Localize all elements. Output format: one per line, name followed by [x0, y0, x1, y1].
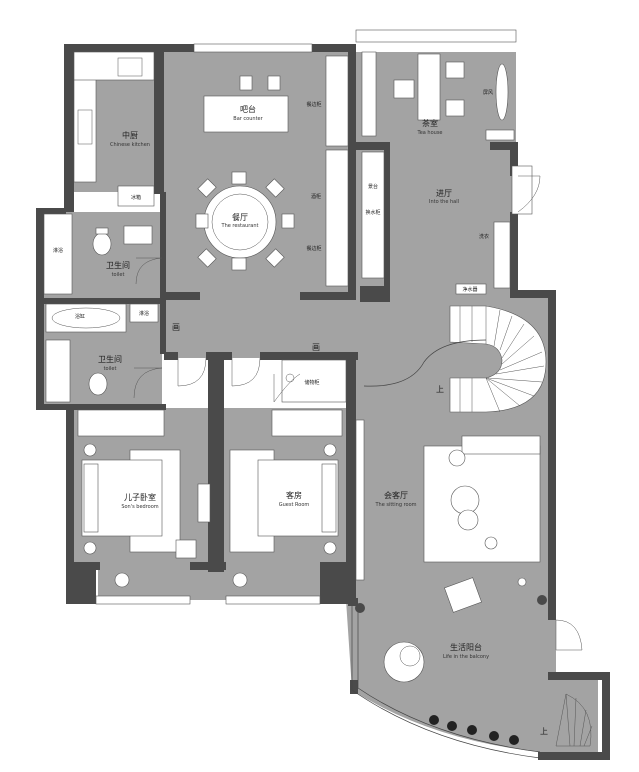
- staircase: [363, 305, 593, 747]
- storage-label: 储物柜: [304, 379, 319, 386]
- guest-room-furniture: [229, 359, 347, 588]
- bathtub-label: 浴缸: [75, 313, 85, 320]
- toilet-1-label: 卫生间: [106, 260, 130, 270]
- tea-house-furniture: [393, 53, 515, 141]
- display-label: 景台: [368, 183, 378, 190]
- washer-label: 洗衣: [479, 233, 489, 240]
- sitting-room-furniture: [355, 419, 541, 613]
- room-labels: 中厨 Chinese kitchen 吧台 Bar counter 餐厅 The…: [98, 104, 489, 660]
- toilet-1-label-en: toilet: [112, 272, 125, 278]
- restaurant-label: 餐厅: [232, 213, 248, 222]
- hall-furniture: [361, 151, 533, 295]
- fridge-label: 冰箱: [131, 194, 141, 201]
- windows: [95, 29, 541, 759]
- guest-room-label-en: Guest Room: [279, 502, 310, 508]
- son-bedroom-label-en: Son's bedroom: [121, 504, 158, 510]
- toilet-2-label: 卫生间: [98, 354, 122, 364]
- sitting-room-label-en: The sitting room: [374, 502, 416, 508]
- hall-label: 进厅: [436, 189, 452, 198]
- restaurant-label-en: The restaurant: [221, 223, 259, 229]
- dining-furniture: [195, 51, 377, 287]
- bar-label-en: Bar counter: [233, 116, 263, 122]
- water-purifier-label: 净水器: [462, 286, 477, 293]
- kitchen-label: 中厨: [122, 130, 138, 140]
- tea-house-label-en: Tea house: [416, 130, 442, 136]
- wine-cabinet-label: 酒柜: [311, 193, 321, 200]
- sideboard-1-label: 餐边柜: [306, 101, 321, 108]
- son-bedroom-furniture: [77, 409, 211, 588]
- walls: [36, 44, 610, 760]
- corridor-label-1: 画: [172, 323, 180, 332]
- kitchen-furniture: [73, 51, 155, 207]
- sideboard-2-label: 餐边柜: [306, 245, 321, 252]
- screen-label: 屏风: [483, 90, 493, 96]
- toilet-2-fixtures: [45, 303, 159, 403]
- sitting-room-label: 会客厅: [384, 490, 408, 500]
- stairs-up-label-1: 上: [436, 385, 444, 394]
- guest-room-label: 客房: [286, 490, 302, 500]
- corridor-label-2: 画: [312, 343, 320, 352]
- fixture-labels: 冰箱 餐边柜 酒柜 餐边柜 屏风 景台 换水柜 淋浴 浴缸 淋浴 净水器 储物柜…: [53, 90, 548, 736]
- shower-label: 淋浴: [53, 247, 63, 254]
- hall-label-en: Into the hall: [429, 199, 459, 205]
- tea-house-label: 茶室: [422, 118, 438, 128]
- doors: [133, 175, 583, 651]
- stairs-up-label-2: 上: [540, 727, 548, 736]
- bar-label: 吧台: [240, 104, 256, 114]
- shoe-cabinet-label: 换水柜: [365, 209, 380, 216]
- shower-2-label: 淋浴: [139, 310, 149, 317]
- balcony-label-en: Life in the balcony: [443, 654, 489, 660]
- toilet-2-label-en: toilet: [104, 366, 117, 372]
- son-bedroom-label: 儿子卧室: [124, 492, 156, 502]
- kitchen-label-en: Chinese kitchen: [110, 142, 150, 148]
- balcony-furniture: [383, 641, 519, 745]
- balcony-label: 生活阳台: [450, 642, 482, 652]
- toilet-1-fixtures: [43, 213, 153, 295]
